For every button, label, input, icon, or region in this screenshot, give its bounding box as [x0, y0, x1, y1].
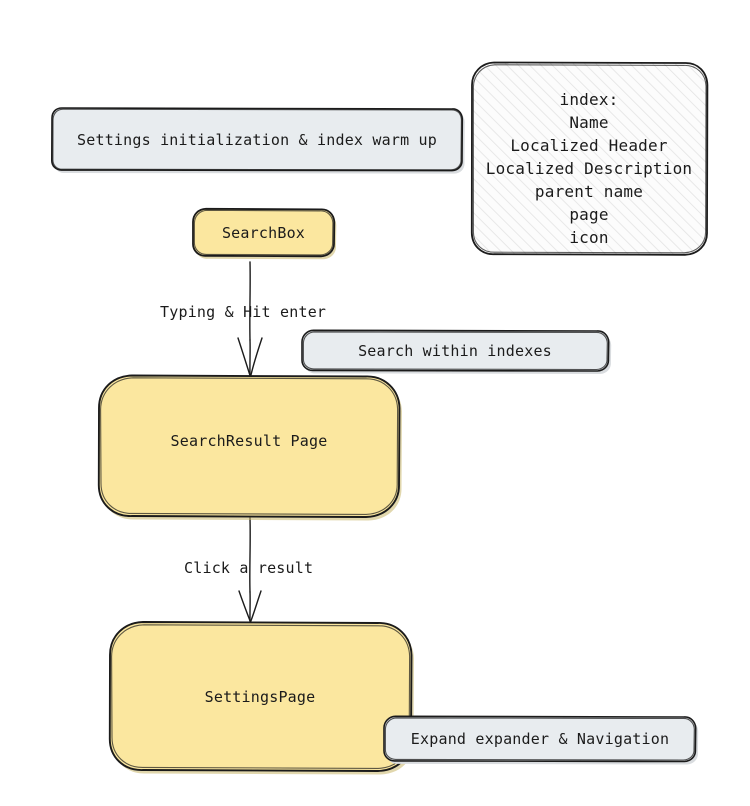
node-label-searchbox: SearchBox [222, 224, 305, 242]
note-expand-expander-navigation[interactable]: Expand expander & Navigation [383, 715, 699, 765]
node-searchresult-page[interactable]: SearchResult Page [97, 374, 402, 521]
index-schema-field: page [569, 205, 608, 224]
note-settings-initialization[interactable]: Settings initialization & index warm up [50, 107, 465, 174]
note-search-within-indexes[interactable]: Search within indexes [301, 329, 612, 374]
edge-searchbox-to-searchresult: Typing & Hit enter [160, 261, 326, 378]
node-label-settings-page: SettingsPage [205, 688, 316, 706]
edge-label-click: Click a result [184, 559, 313, 577]
note-label-settings-initialization: Settings initialization & index warm up [77, 131, 437, 149]
index-schema-field: icon [569, 228, 608, 247]
index-schema-field: parent name [535, 182, 643, 201]
index-schema-field: Localized Header [510, 136, 667, 155]
index-schema-title: index: [560, 90, 619, 109]
node-settings-page[interactable]: SettingsPage [108, 621, 414, 775]
index-schema-field: Name [569, 113, 608, 132]
note-label-expand-expander-navigation: Expand expander & Navigation [411, 730, 669, 748]
edge-label-typing: Typing & Hit enter [160, 303, 326, 321]
note-label-search-within-indexes: Search within indexes [358, 342, 552, 360]
edge-searchresult-to-settingspage: Click a result [184, 517, 313, 623]
node-searchbox[interactable]: SearchBox [192, 207, 337, 260]
node-label-searchresult-page: SearchResult Page [171, 432, 328, 450]
index-schema-box[interactable]: index: Name Localized Header Localized D… [470, 61, 709, 256]
index-schema-field: Localized Description [486, 159, 693, 178]
